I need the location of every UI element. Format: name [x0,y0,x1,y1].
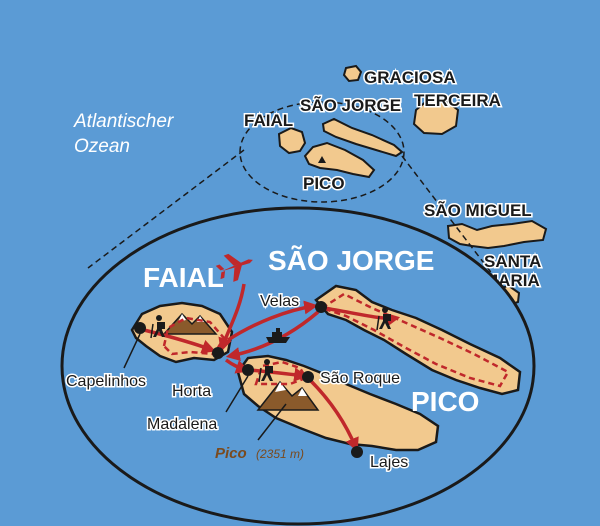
selection-ellipse [239,101,405,203]
label-santa: SANTA [484,252,541,271]
sao-miguel-island [446,219,548,250]
label-sao-roque: São Roque [320,370,400,387]
pico-peak-icon [318,156,326,163]
faial-island-small [277,126,307,155]
airplane-icon [215,253,253,282]
location-dot-icon [134,322,146,334]
leader-pico [257,403,287,441]
sao-jorge-trail [319,292,510,388]
hiker-icon [150,315,165,339]
zoom-line-right [401,155,507,293]
label-pico: PICO [411,386,479,417]
location-dot-icon [315,301,327,313]
faial-mountain-icon [162,312,218,335]
ferry-icon [266,328,290,343]
graciosa-island [342,64,363,83]
label-sao-jorge: SÃO JORGE [268,245,434,276]
location-dot-icon [242,364,254,376]
location-dot-icon [351,446,363,458]
sao-jorge-island-small [321,117,404,158]
route-horta-velas [227,300,319,342]
pico-mountain-icon [256,380,320,411]
location-dot-icon [302,371,314,383]
label-velas: Velas [260,293,299,310]
label-mountain-elevation: (2351 m) [256,447,304,461]
hiker-icon [376,307,391,331]
label-horta: Horta [172,383,211,400]
terceira-island [412,98,460,136]
zoom-line-left [87,149,245,269]
label-faial: FAIAL [143,262,224,293]
pico-island [236,354,440,452]
label-madalena: Madalena [147,416,217,433]
hiker-icon [258,359,273,383]
label-terceira: TERCEIRA [414,91,501,110]
label-sao-jorge-small: SÃO JORGE [300,95,401,115]
route-saoroque-lajes [308,378,359,452]
label-faial-small: FAIAL [244,111,293,130]
detail-map: FAIAL SÃO JORGE PICO Velas Capelinhos Ho… [60,206,536,526]
route-velas-east [323,306,401,327]
label-mountain-name: Pico [215,445,247,462]
label-sao-miguel: SÃO MIGUEL [424,200,532,220]
sao-jorge-island [314,284,522,396]
leader-madalena [225,375,249,413]
route-flight-horta [218,283,246,352]
route-madalena-saoroque [249,367,309,382]
leader-capelinhos [123,333,141,369]
ocean-label-line2: Ozean [74,136,130,157]
label-graciosa: GRACIOSA [364,68,456,87]
ocean-label-line1: Atlantischer [73,111,174,132]
location-dot-icon [212,347,224,359]
label-pico-small: PICO [303,174,345,193]
label-lajes: Lajes [370,454,408,471]
overview-map: Atlantischer Ozean GRACIOSA SÃO JORGE TE… [73,64,548,307]
label-capelinhos: Capelinhos [66,373,146,390]
pico-island-small [303,141,376,179]
